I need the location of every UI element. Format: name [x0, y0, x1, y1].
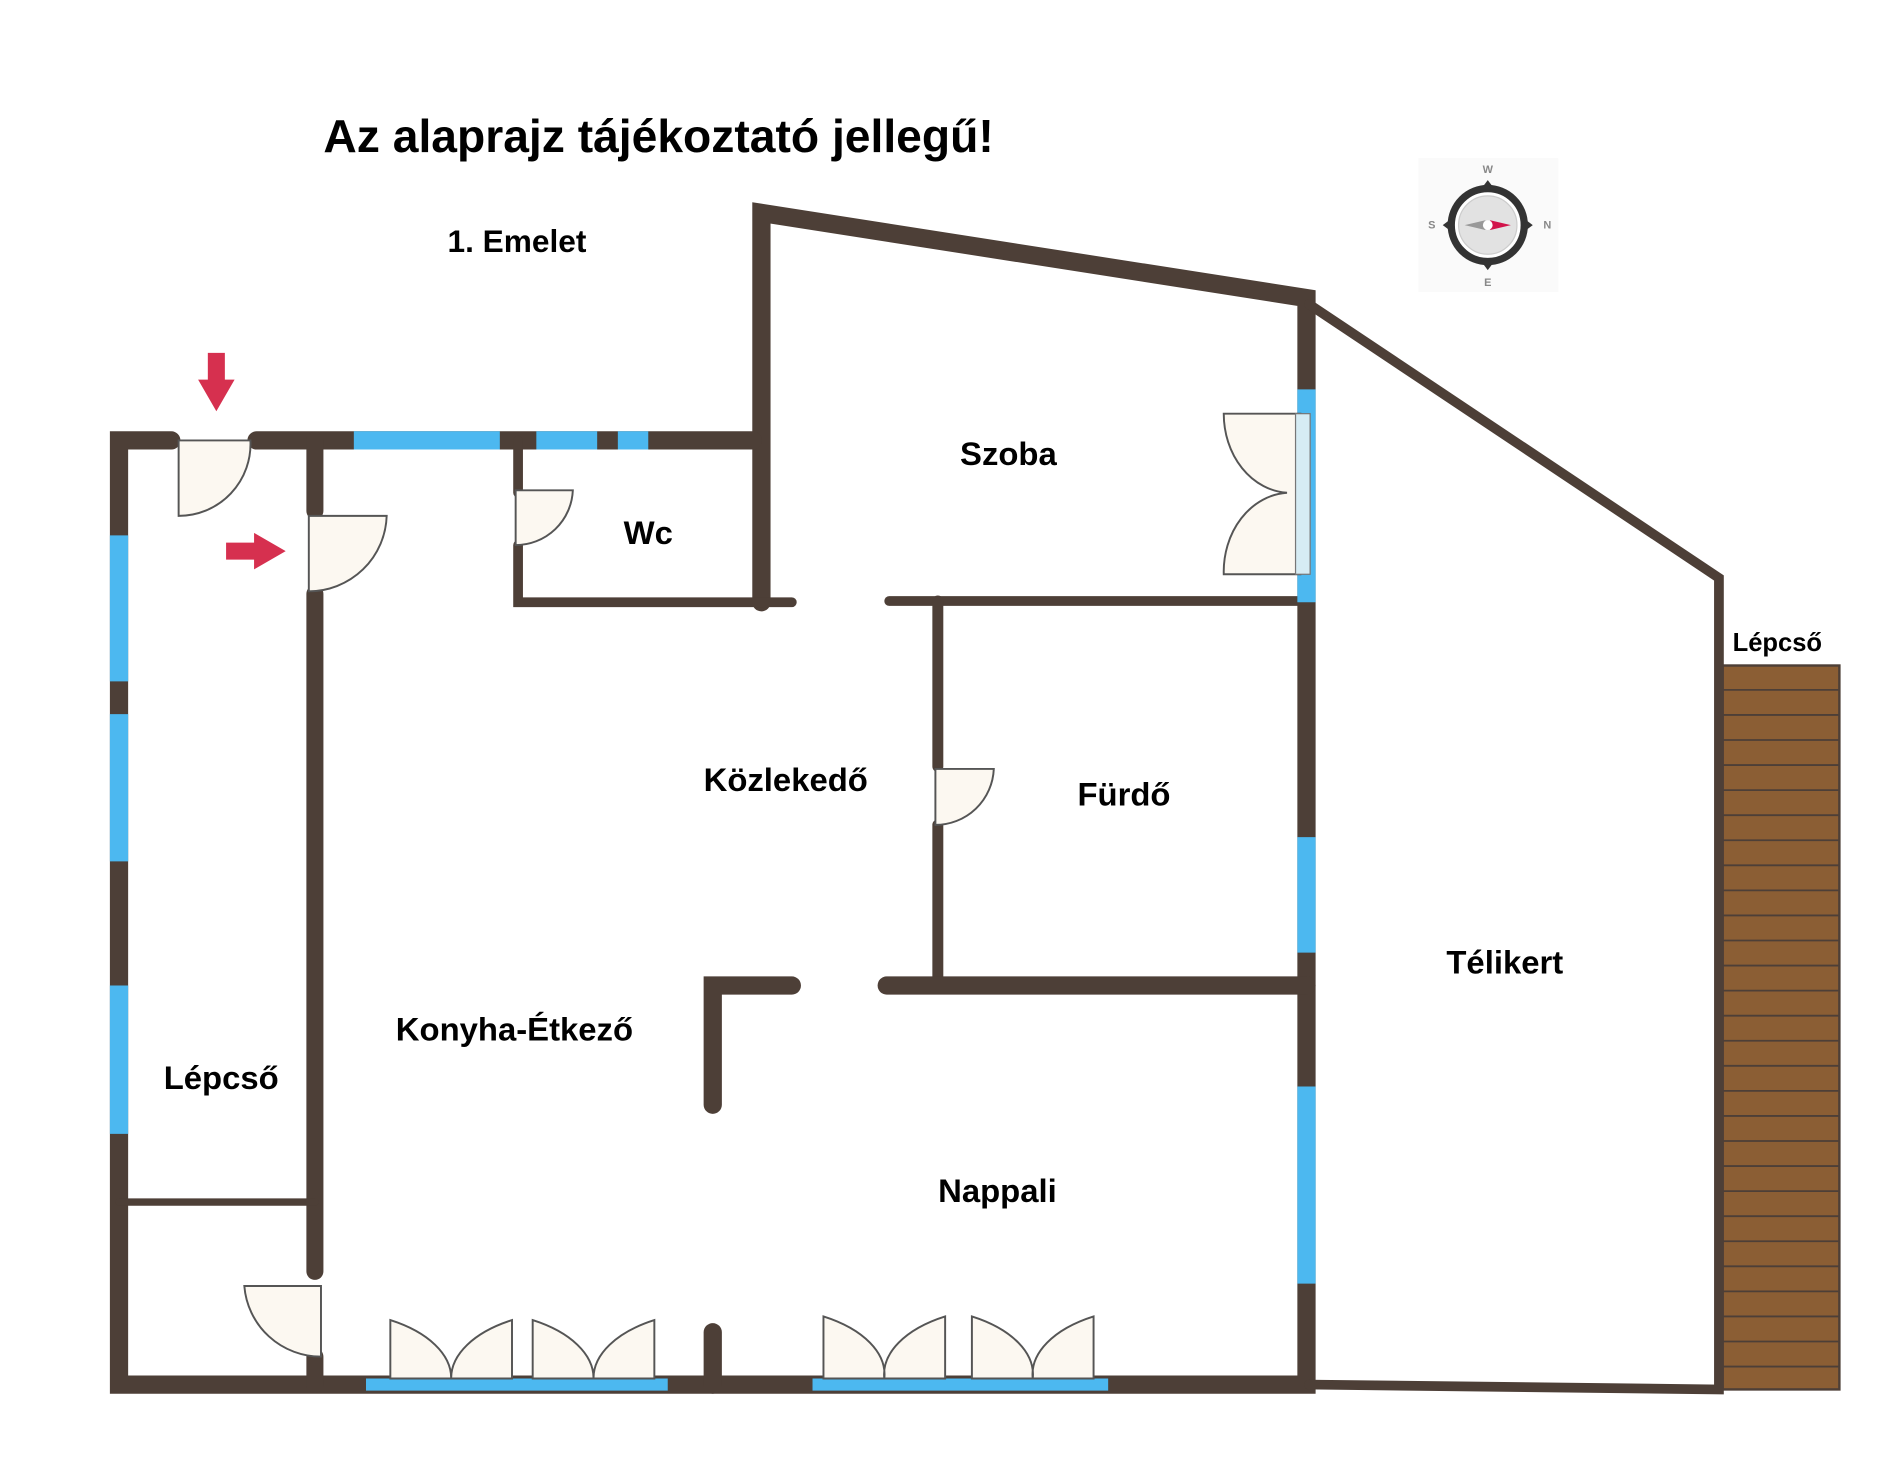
room-label-lepcso-outer: Lépcső [1733, 629, 1822, 657]
stair-door [243, 1285, 322, 1358]
room-label-telikert: Télikert [1446, 943, 1563, 980]
arrow-right-icon [226, 532, 286, 570]
compass-e: E [1484, 277, 1491, 289]
entrance-arrows [198, 352, 286, 570]
arrow-down-icon [198, 352, 235, 412]
doors [177, 412, 1311, 1380]
room-label-szoba: Szoba [960, 435, 1057, 472]
entrance-door [177, 439, 252, 517]
outer-stairs [1721, 664, 1841, 1391]
room-label-wc: Wc [624, 514, 673, 551]
szoba-balcony-door [1222, 412, 1302, 576]
compass-s: S [1428, 220, 1435, 232]
wc-door [514, 489, 574, 547]
windows [109, 389, 1316, 1391]
bathroom-door [934, 767, 995, 826]
room-label-kozlekedo: Közlekedő [704, 761, 868, 798]
kitchen-door [307, 514, 388, 593]
floor-label: 1. Emelet [448, 223, 587, 259]
compass-n: N [1543, 220, 1551, 232]
room-label-lepcso-inner: Lépcső [164, 1059, 279, 1096]
room-label-nappali: Nappali [938, 1172, 1057, 1209]
room-label-konyha: Konyha-Étkező [396, 1010, 633, 1047]
compass-w: W [1483, 164, 1494, 176]
walls [109, 202, 1724, 1395]
compass-icon: W E S N [1418, 158, 1559, 292]
disclaimer-title: Az alaprajz tájékoztató jellegű! [323, 110, 993, 162]
room-label-furdo: Fürdő [1077, 775, 1170, 812]
